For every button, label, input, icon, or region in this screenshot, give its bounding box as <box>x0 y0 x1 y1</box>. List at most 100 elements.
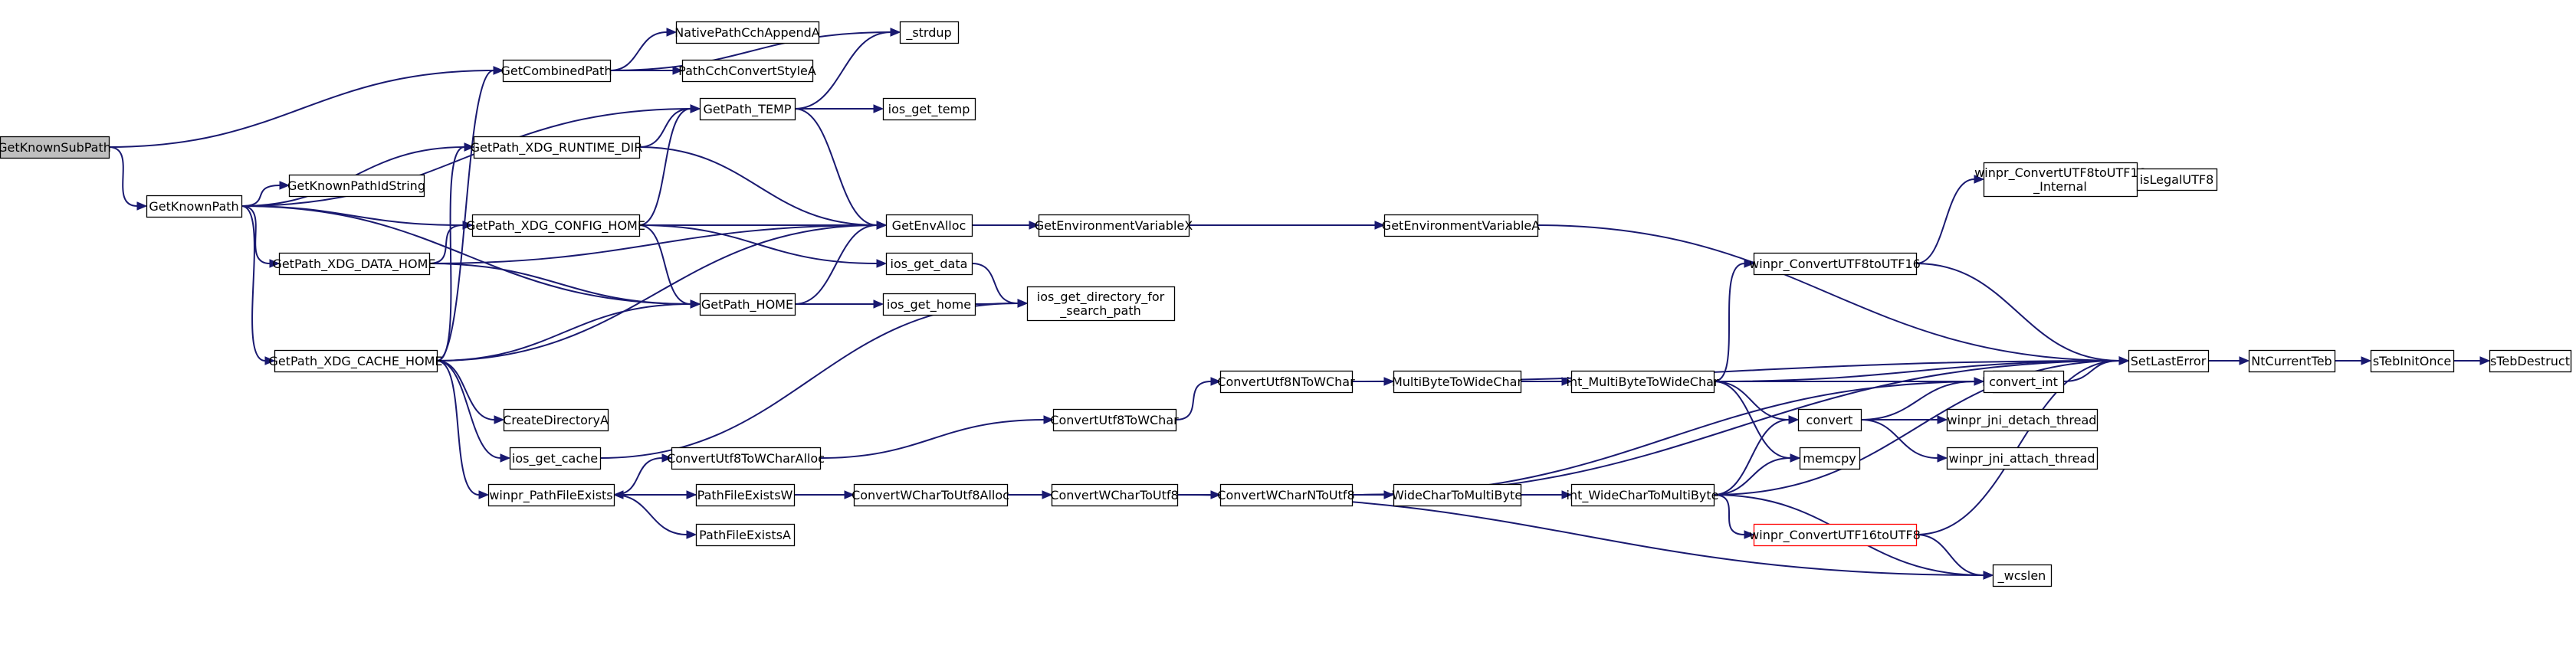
node-box <box>695 483 796 507</box>
node-label: GetEnvironmentVariableA <box>1382 218 1540 233</box>
node-widechartomultibyte[interactable]: WideCharToMultiByte <box>1392 483 1522 507</box>
node-convertutf8towcharalloc[interactable]: ConvertUtf8ToWCharAlloc <box>667 447 825 470</box>
node-convertutf8towchar[interactable]: ConvertUtf8ToWChar <box>1050 408 1179 432</box>
edge-arrowhead <box>686 530 697 539</box>
node-label: PathFileExistsA <box>699 528 791 542</box>
edge-line <box>1713 494 1745 535</box>
node-ios-get-temp[interactable]: ios_get_temp <box>882 97 976 121</box>
node-pathfileexistsa[interactable]: PathFileExistsA <box>695 523 796 547</box>
edge-line <box>609 31 891 71</box>
edge-line <box>1713 419 1790 496</box>
edge-arrowhead <box>2118 356 2130 365</box>
node-convertwchartoutf8alloc[interactable]: ConvertWCharToUtf8Alloc <box>852 483 1009 507</box>
node-convert[interactable]: convert <box>1797 408 1862 432</box>
node-multibytetowidechar[interactable]: MultiByteToWideChar <box>1392 370 1523 394</box>
edge-int-widechartomultibyte-to-winpr-convertutf16toutf8 <box>1713 494 1755 539</box>
node-label: GetPath_XDG_RUNTIME_DIR <box>471 140 643 155</box>
node-box <box>471 214 641 237</box>
node-winpr-convertutf16toutf8[interactable]: winpr_ConvertUTF16toUTF8 <box>1749 523 1921 547</box>
node-ios-get-home[interactable]: ios_get_home <box>882 293 976 316</box>
node-convert-int[interactable]: convert_int <box>1983 370 2065 394</box>
node-stebdestruct[interactable]: sTebDestruct <box>2489 349 2572 373</box>
node-box <box>274 349 438 373</box>
node-getpath-home[interactable]: GetPath_HOME <box>699 293 796 316</box>
edge-line <box>638 146 878 226</box>
node-getpath-xdg-cache-home[interactable]: GetPath_XDG_CACHE_HOME <box>268 349 443 373</box>
node-label: GetPath_XDG_CACHE_HOME <box>268 354 442 369</box>
node-box <box>502 59 612 83</box>
node-createdirectorya[interactable]: CreateDirectoryA <box>503 408 609 432</box>
node-label: winpr_jni_attach_thread <box>1949 451 2095 466</box>
node-box <box>278 252 431 276</box>
node-stebinitonce[interactable]: sTebInitOnce <box>2370 349 2455 373</box>
node-ios-get-directory-for-search-path[interactable]: ios_get_directory_for_search_path <box>1026 286 1176 322</box>
node-winpr-convertutf8toutf16[interactable]: winpr_ConvertUTF8toUTF16 <box>1749 252 1921 276</box>
edge-arrowhead <box>1790 453 1801 463</box>
node-getknownpathidstring[interactable]: GetKnownPathIdString <box>287 174 425 198</box>
edge-getpath-xdg-runtime-dir-to-getenvalloc <box>638 146 888 230</box>
edge-arrowhead <box>1974 377 1985 386</box>
edge-line <box>428 224 878 264</box>
edge-arrowhead <box>1983 571 1994 580</box>
node-ntcurrentteb[interactable]: NtCurrentTeb <box>2248 349 2336 373</box>
edge-line <box>436 303 691 362</box>
edge-line <box>1915 178 1975 264</box>
node-islegalutf8[interactable]: isLegalUTF8 <box>2136 168 2218 191</box>
edge-line <box>108 70 494 148</box>
edge-line <box>638 108 691 148</box>
node--strdup[interactable]: _strdup <box>899 21 960 44</box>
node-label: PathCchConvertStyleA <box>678 64 816 78</box>
edge-line <box>436 146 465 362</box>
node-getpath-xdg-runtime-dir[interactable]: GetPath_XDG_RUNTIME_DIR <box>471 136 643 159</box>
node-label: ios_get_cache <box>512 451 598 466</box>
edge-line <box>1915 534 1984 576</box>
edge-winpr-pathfileexists-to-pathfileexistsa <box>613 494 697 539</box>
node-getknownpath[interactable]: GetKnownPath <box>146 195 243 218</box>
node-label: ConvertUtf8ToWChar <box>1050 413 1179 427</box>
node-convertwchartoutf8[interactable]: ConvertWCharToUtf8 <box>1050 483 1179 507</box>
node-pathfileexistsw[interactable]: PathFileExistsW <box>695 483 796 507</box>
node-getknownsubpath[interactable]: GetKnownSubPath <box>0 136 111 159</box>
edge-getcombinedpath-to-nativepathcchappenda <box>609 28 678 71</box>
edge-int-multibytetowidechar-to-winpr-convertutf8toutf16 <box>1713 259 1755 382</box>
node-getpath-temp[interactable]: GetPath_TEMP <box>699 97 796 121</box>
node-winpr-pathfileexists[interactable]: winpr_PathFileExists <box>487 483 615 507</box>
node-winpr-jni-detach-thread[interactable]: winpr_jni_detach_thread <box>1946 408 2099 432</box>
node-convertutf8ntowchar[interactable]: ConvertUtf8NToWChar <box>1217 370 1355 394</box>
node-pathcchconvertstylea[interactable]: PathCchConvertStyleA <box>678 59 816 83</box>
node-getcombinedpath[interactable]: GetCombinedPath <box>501 59 612 83</box>
node-box <box>1753 523 1918 547</box>
node-box <box>853 483 1009 507</box>
edge-line <box>241 205 691 305</box>
node-winpr-jni-attach-thread[interactable]: winpr_jni_attach_thread <box>1946 447 2099 470</box>
node-convertwcharntoutf8[interactable]: ConvertWCharNToUtf8 <box>1217 483 1355 507</box>
node-memcpy[interactable]: memcpy <box>1799 447 1861 470</box>
edge-line <box>794 224 878 305</box>
node-winpr-convertutf8toutf16-internal[interactable]: winpr_ConvertUTF8toUTF16_Internal <box>1974 162 2146 198</box>
edge-convert-to-winpr-jni-detach-thread <box>1860 415 1948 424</box>
edge-winpr-convertutf8toutf16-to-setlasterror <box>1915 263 2130 365</box>
node-int-widechartomultibyte[interactable]: int_WideCharToMultiByte <box>1567 483 1719 507</box>
node-setlasterror[interactable]: SetLastError <box>2128 349 2210 373</box>
node-getenvironmentvariablex[interactable]: GetEnvironmentVariableX <box>1035 214 1193 237</box>
node-label: MultiByteToWideChar <box>1392 375 1523 389</box>
node-label: ConvertWCharToUtf8Alloc <box>852 488 1009 502</box>
node-box <box>1570 483 1715 507</box>
node-getenvalloc[interactable]: GetEnvAlloc <box>885 214 973 237</box>
node-nativepathcchappenda[interactable]: NativePathCchAppendA <box>674 21 820 44</box>
node-getpath-xdg-config-home[interactable]: GetPath_XDG_CONFIG_HOME <box>466 214 645 237</box>
node-ios-get-cache[interactable]: ios_get_cache <box>509 447 602 470</box>
node-label: winpr_ConvertUTF8toUTF16 <box>1974 165 2146 181</box>
edge-getenvironmentvariablex-to-getenvironmentvariablea <box>1188 221 1386 230</box>
node-getenvironmentvariablea[interactable]: GetEnvironmentVariableA <box>1382 214 1540 237</box>
node-int-multibytetowidechar[interactable]: int_MultiByteToWideChar <box>1567 370 1719 394</box>
node-box <box>1946 408 2099 432</box>
node--wcslen[interactable]: _wcslen <box>1992 564 2053 587</box>
node-label: ConvertWCharNToUtf8 <box>1217 488 1354 502</box>
edge-getpath-xdg-cache-home-to-getpath-home <box>436 299 701 362</box>
edge-arrowhead <box>494 415 505 424</box>
node-ios-get-data[interactable]: ios_get_data <box>885 252 973 276</box>
node-getpath-xdg-data-home[interactable]: GetPath_XDG_DATA_HOME <box>272 252 436 276</box>
edge-getknownsubpath-to-getcombinedpath <box>108 66 504 148</box>
